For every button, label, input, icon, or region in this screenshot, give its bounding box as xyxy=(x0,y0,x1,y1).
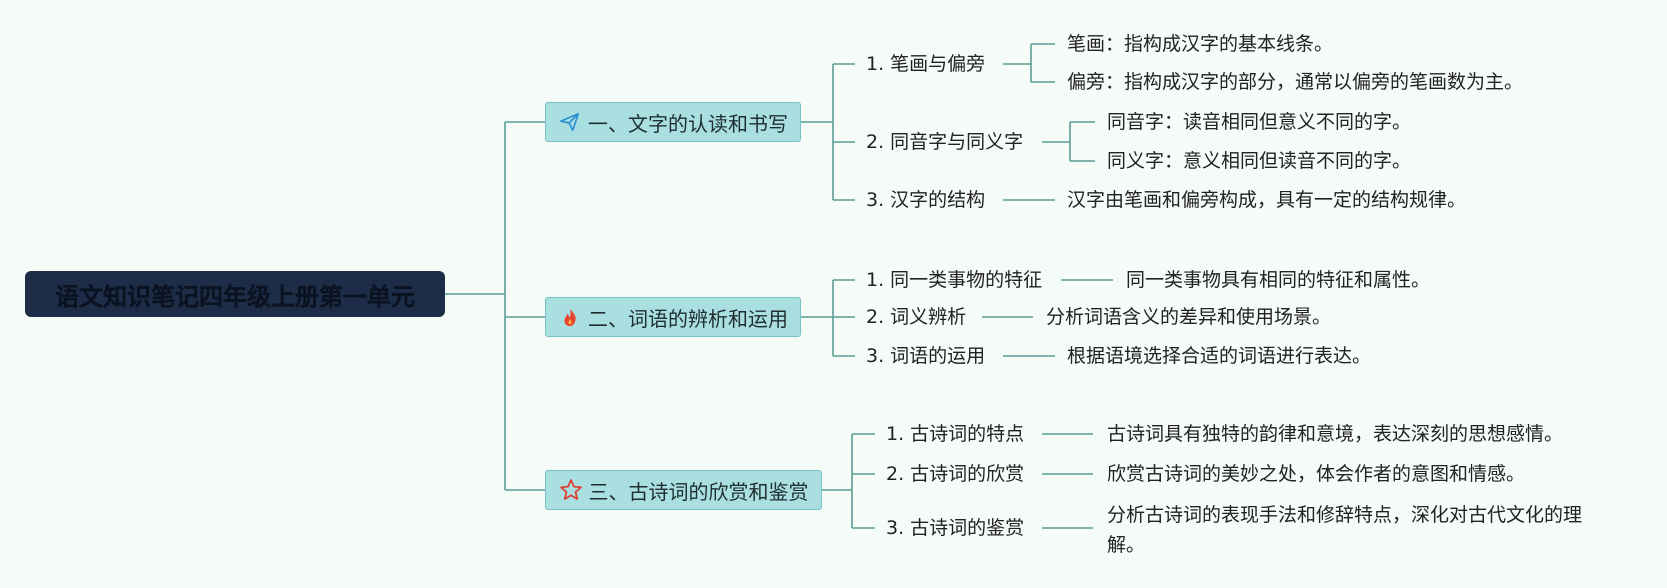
connector-branch-1 xyxy=(801,63,855,201)
leaf-text: 同义字：意义相同但读音不同的字。 xyxy=(1107,150,1412,172)
leaf-text: 分析古诗词的表现手法和修辞特点，深化对古代文化的理解。 xyxy=(1107,504,1583,556)
leaf-text: 同音字：读音相同但意义不同的字。 xyxy=(1107,111,1412,133)
topic-label[interactable]: 3. 词语的运用 xyxy=(866,345,986,367)
topic-label[interactable]: 1. 同一类事物的特征 xyxy=(866,269,1043,291)
leaf-text: 同一类事物具有相同的特征和属性。 xyxy=(1126,269,1431,291)
connector-branch-3 xyxy=(822,433,875,529)
topic-label[interactable]: 2. 词义辨析 xyxy=(866,306,967,328)
branch-node-2[interactable]: 二、词语的辨析和运用 xyxy=(545,297,801,337)
topic-label[interactable]: 3. 古诗词的鉴赏 xyxy=(886,517,1025,539)
connector-branch-2 xyxy=(801,279,855,357)
topic-label[interactable]: 2. 古诗词的欣赏 xyxy=(886,463,1025,485)
topic-label[interactable]: 1. 古诗词的特点 xyxy=(886,423,1025,445)
leaf-text: 汉字由笔画和偏旁构成，具有一定的结构规律。 xyxy=(1067,189,1467,211)
branch-label: 二、词语的辨析和运用 xyxy=(588,306,788,331)
leaf-text: 偏旁：指构成汉字的部分，通常以偏旁的笔画数为主。 xyxy=(1067,71,1524,93)
star-icon xyxy=(559,478,583,502)
leaf-text: 分析词语含义的差异和使用场景。 xyxy=(1046,306,1332,328)
root-node[interactable]: 语文知识笔记四年级上册第一单元 xyxy=(25,271,445,317)
branch-label: 三、古诗词的欣赏和鉴赏 xyxy=(588,479,809,504)
leaf-text: 笔画：指构成汉字的基本线条。 xyxy=(1067,33,1334,55)
root-title: 语文知识笔记四年级上册第一单元 xyxy=(55,282,415,311)
branch-node-1[interactable]: 一、文字的认读和书写 xyxy=(545,102,801,142)
topic-label[interactable]: 3. 汉字的结构 xyxy=(866,189,986,211)
connector-root xyxy=(445,121,545,491)
leaf-text: 根据语境选择合适的词语进行表达。 xyxy=(1067,345,1372,367)
fire-icon xyxy=(558,305,582,329)
branch-node-3[interactable]: 三、古诗词的欣赏和鉴赏 xyxy=(545,470,822,510)
branch-label: 一、文字的认读和书写 xyxy=(588,111,788,136)
leaf-text: 古诗词具有独特的韵律和意境，表达深刻的思想感情。 xyxy=(1107,423,1564,445)
paper-plane-icon xyxy=(558,110,582,134)
topic-label[interactable]: 2. 同音字与同义字 xyxy=(866,131,1024,153)
topic-label[interactable]: 1. 笔画与偏旁 xyxy=(866,53,986,75)
leaf-text: 欣赏古诗词的美妙之处，体会作者的意图和情感。 xyxy=(1107,463,1526,485)
